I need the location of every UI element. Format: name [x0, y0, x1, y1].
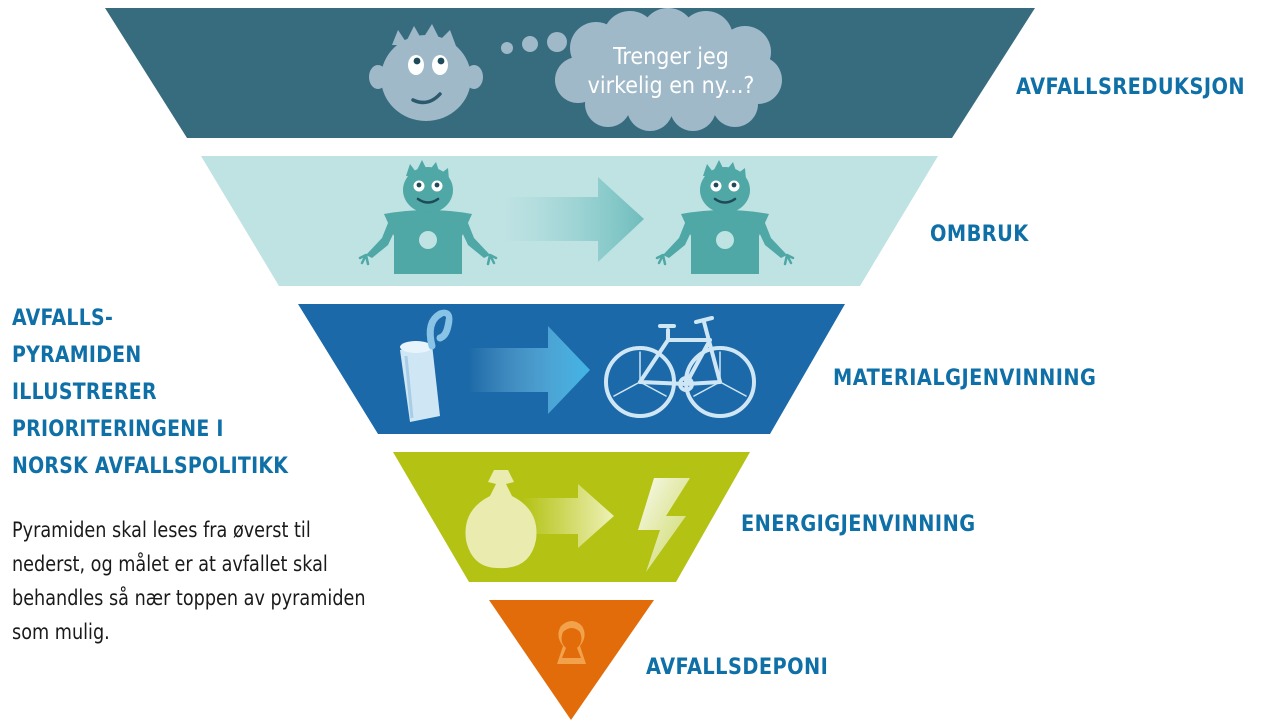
reuse-children-icon [358, 160, 795, 274]
description-line: som mulig. [12, 620, 110, 644]
pyramid-heading: AVFALLS- PYRAMIDEN ILLUSTRERER PRIORITER… [12, 300, 288, 485]
description-line: nederst, og målet er at avfallet skal [12, 552, 328, 576]
heading-line: NORSK AVFALLSPOLITIKK [12, 454, 289, 479]
bag-to-lightning-icon [465, 470, 690, 572]
child-left-icon [358, 160, 498, 274]
can-to-bicycle-icon [400, 309, 756, 422]
bicycle-icon [604, 316, 756, 418]
tier-label-energigjenvinning: ENERGIGJENVINNING [741, 512, 976, 537]
description-line: Pyramiden skal leses fra øverst til [12, 518, 311, 542]
lightning-icon [638, 478, 690, 572]
thought-bubble-line-2: virkelig en ny...? [588, 73, 755, 99]
can-icon [400, 309, 453, 422]
heading-line: ILLUSTRERER [12, 380, 157, 405]
reuse-arrow-icon [505, 177, 644, 262]
thought-bubble: Trenger jeg virkelig en ny...? [501, 8, 782, 131]
description-line: behandles så nær toppen av pyramiden [12, 586, 366, 610]
keyhole-icon [557, 621, 586, 664]
tier-label-avfallsdeponi: AVFALLSDEPONI [646, 655, 829, 680]
heading-line: AVFALLS- [12, 306, 114, 331]
recycle-arrow-icon [468, 326, 590, 414]
heading-line: PRIORITERINGENE I [12, 417, 224, 442]
heading-line: PYRAMIDEN [12, 343, 142, 368]
pyramid-description: Pyramiden skal leses fra øverst til nede… [12, 513, 407, 649]
energy-arrow-icon [522, 484, 614, 548]
child-right-icon [655, 160, 795, 274]
thought-bubble-line-1: Trenger jeg [612, 44, 729, 70]
thinking-face-icon [369, 24, 483, 121]
tier-label-ombruk: OMBRUK [930, 222, 1029, 247]
tier-label-materialgjenvinning: MATERIALGJENVINNING [833, 366, 1097, 391]
trash-bag-icon [465, 470, 537, 569]
tier-label-avfallsreduksjon: AVFALLSREDUKSJON [1016, 75, 1246, 100]
